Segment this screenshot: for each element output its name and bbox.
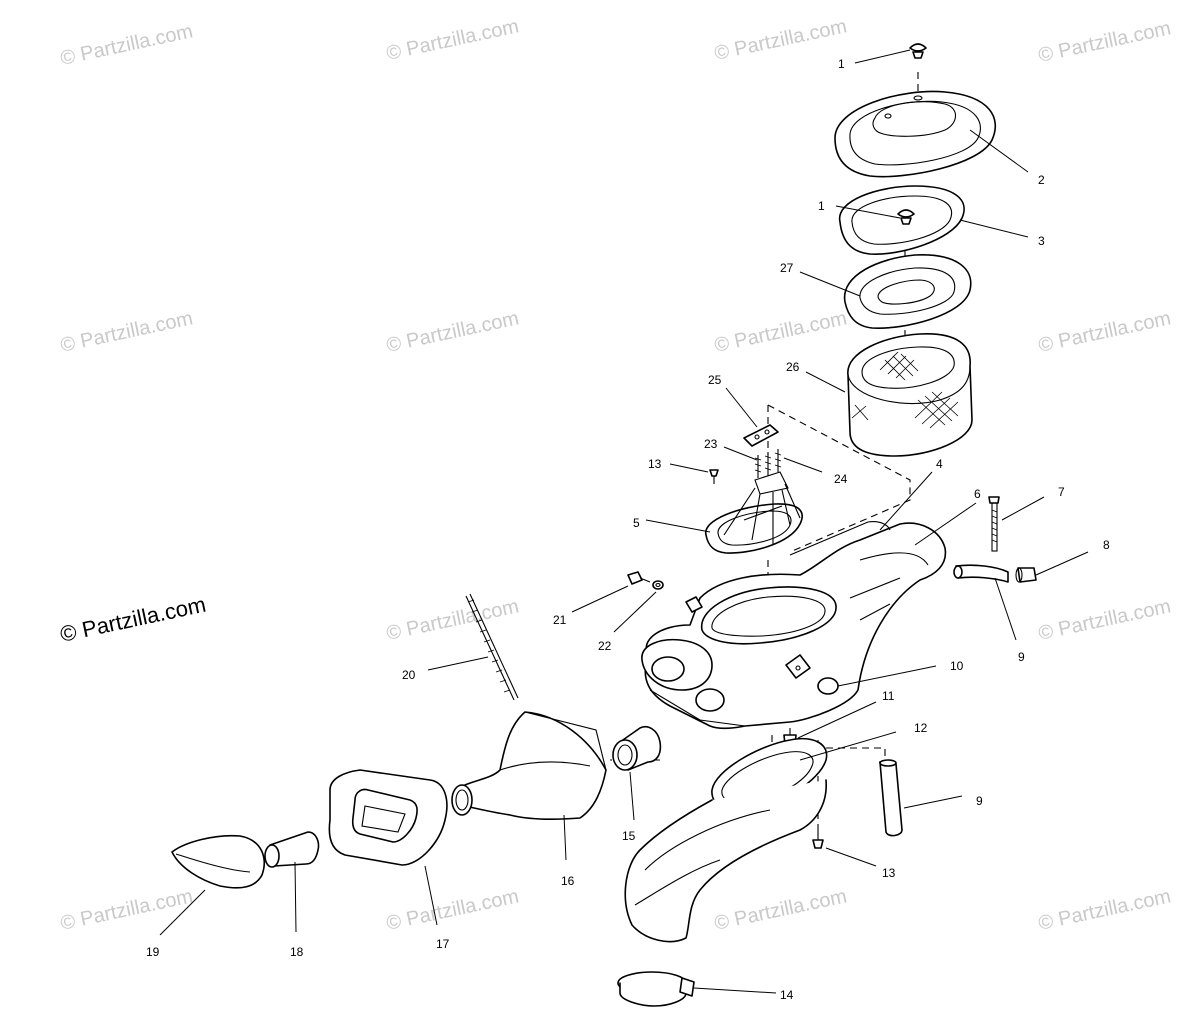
callout-label: 5 xyxy=(633,516,640,530)
watermark: © Partzilla.com xyxy=(1036,17,1172,67)
inlet-cap-part xyxy=(171,834,265,889)
bolt-washer-part xyxy=(627,571,664,590)
callout-label: 21 xyxy=(553,613,567,627)
callout-label: 9 xyxy=(1018,650,1025,664)
callout-label: 14 xyxy=(780,988,794,1002)
callout-label: 10 xyxy=(950,659,964,673)
air-filter-element-part xyxy=(847,333,973,457)
retainer-plate-part xyxy=(743,424,779,447)
screw-part xyxy=(812,830,824,849)
callout-label: 24 xyxy=(834,472,848,486)
watermark: © Partzilla.com xyxy=(712,15,848,65)
watermark: © Partzilla.com xyxy=(58,20,194,70)
filter-cap-part xyxy=(843,254,972,329)
callout-labels: 1 2 1 3 27 26 25 23 24 13 4 5 6 7 8 9 21… xyxy=(146,57,1110,1002)
watermark: © Partzilla.com xyxy=(1036,595,1172,645)
callout-label: 26 xyxy=(786,360,800,374)
callout-label: 15 xyxy=(622,829,636,843)
watermark-main: © Partzilla.com xyxy=(58,592,208,647)
callout-label: 22 xyxy=(598,639,612,653)
bushing-part xyxy=(612,726,662,771)
callout-label: 9 xyxy=(976,794,983,808)
watermark: © Partzilla.com xyxy=(712,885,848,935)
drain-plug-part xyxy=(1015,567,1037,583)
wing-nut-part xyxy=(897,209,915,225)
callout-label: 1 xyxy=(818,199,825,213)
callout-label: 13 xyxy=(648,457,662,471)
watermark: © Partzilla.com xyxy=(58,885,194,935)
long-bolt-part xyxy=(988,496,1000,552)
air-box-cover-part xyxy=(834,90,997,178)
stud-part xyxy=(754,449,782,478)
screw-part xyxy=(709,469,719,484)
drain-hose-part xyxy=(953,564,1009,583)
leader-lines xyxy=(159,49,1089,994)
callout-label: 6 xyxy=(974,487,981,501)
callout-label: 25 xyxy=(708,373,722,387)
callout-label: 16 xyxy=(561,874,575,888)
callout-label: 4 xyxy=(936,457,943,471)
watermark: © Partzilla.com xyxy=(384,15,520,65)
callout-label: 27 xyxy=(780,261,794,275)
watermark: © Partzilla.com xyxy=(384,885,520,935)
intake-duct-part xyxy=(451,711,607,821)
callout-label: 1 xyxy=(838,57,845,71)
callout-label: 12 xyxy=(914,721,928,735)
intake-gasket-frame-part xyxy=(328,769,448,866)
callout-label: 3 xyxy=(1038,234,1045,248)
watermark: © Partzilla.com xyxy=(1036,307,1172,357)
watermark: © Partzilla.com xyxy=(1036,885,1172,935)
callout-label: 13 xyxy=(882,866,896,880)
callout-label: 20 xyxy=(402,668,416,682)
callout-label: 2 xyxy=(1038,173,1045,187)
hose-part xyxy=(879,759,903,837)
lower-duct-part xyxy=(624,738,828,943)
watermark: © Partzilla.com xyxy=(58,307,194,357)
wing-nut-part xyxy=(909,43,927,59)
watermark: © Partzilla.com xyxy=(384,307,520,357)
air-box-housing-part xyxy=(641,521,947,730)
watermark: © Partzilla.com xyxy=(384,595,520,645)
watermark-layer: © Partzilla.com © Partzilla.com © Partzi… xyxy=(58,15,1173,935)
callout-label: 11 xyxy=(882,689,895,703)
callout-label: 7 xyxy=(1058,485,1065,499)
long-stud-part xyxy=(465,593,519,701)
watermark: © Partzilla.com xyxy=(712,307,848,357)
callout-label: 23 xyxy=(704,437,718,451)
callout-label: 19 xyxy=(146,945,160,959)
callout-label: 18 xyxy=(290,945,304,959)
callout-label: 8 xyxy=(1103,538,1110,552)
callout-label: 17 xyxy=(436,937,450,951)
hose-clamp-part xyxy=(617,971,695,1007)
filter-support-cage-part xyxy=(705,471,803,554)
short-sleeve-part xyxy=(264,831,320,868)
